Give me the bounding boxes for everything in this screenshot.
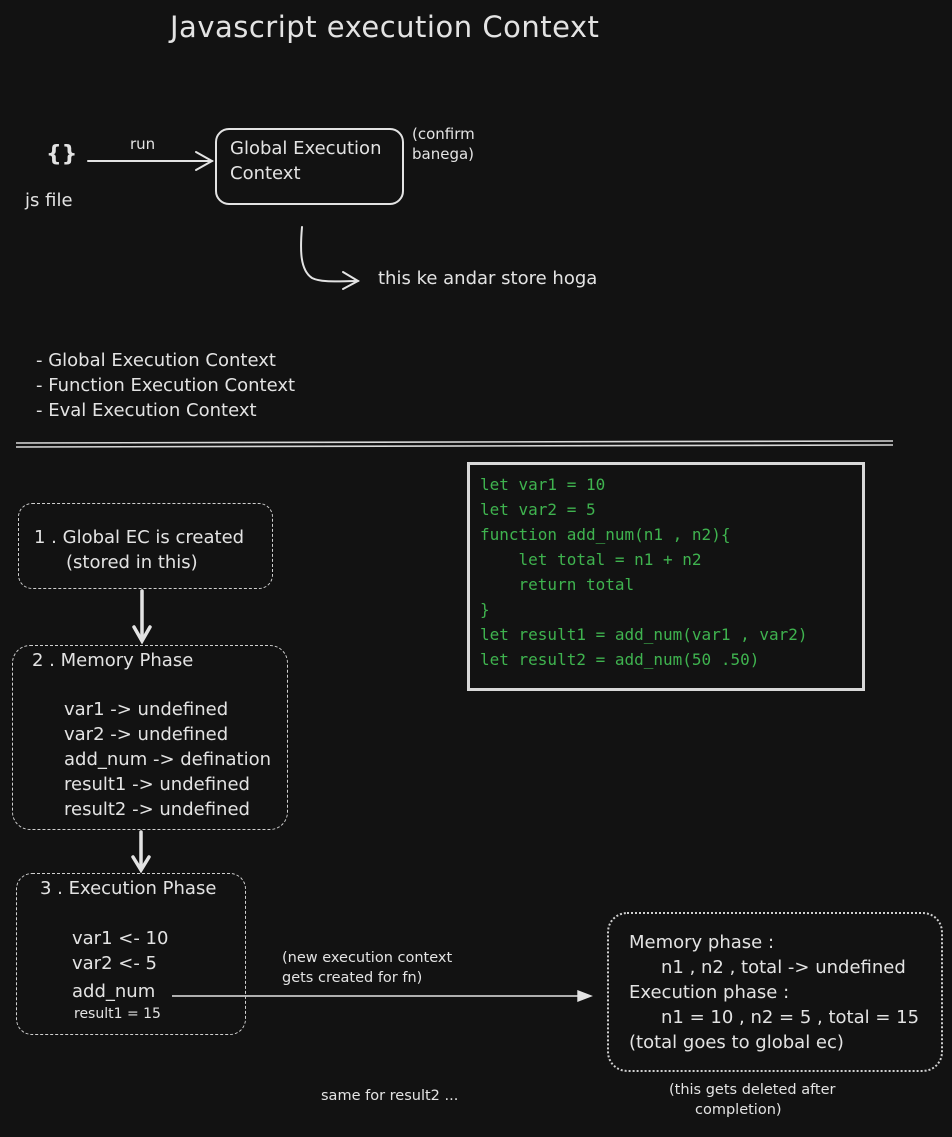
confirm-note-line-1: (confirm [412,125,475,143]
function-call-arrow [172,989,593,1003]
execution-phase-items: var1 <- 10 var2 <- 5 add_num [72,926,168,1004]
deleted-note-line-2: completion) [695,1102,782,1118]
fn-execution-heading: Execution phase : [629,982,790,1003]
memory-item: result1 -> undefined [64,774,250,795]
fn-result-line: (total goes to global ec) [629,1032,844,1053]
global-ec-box-text: Global Execution Context [230,136,381,186]
step1-line-1: 1 . Global EC is created [34,527,245,548]
execution-item-small: result1 = 15 [74,1006,161,1022]
ec-type-eval: - Eval Execution Context [36,400,257,421]
fn-execution-line: n1 = 10 , n2 = 5 , total = 15 [661,1007,920,1028]
memory-item: var2 -> undefined [64,724,229,745]
ec-types-list: - Global Execution Context - Function Ex… [36,348,295,423]
deleted-note-line-1: (this gets deleted after [669,1082,836,1098]
step1-line-2: (stored in this) [66,552,198,573]
section-divider [15,440,894,448]
run-arrow [87,151,215,171]
js-file-icon: {} [46,142,78,167]
memory-item: add_num -> defination [64,749,272,770]
page-title: Javascript execution Context [170,10,600,44]
deleted-note: (this gets deleted after completion) [669,1080,836,1120]
store-note: this ke andar store hoga [378,268,598,289]
code-line: } [480,600,490,619]
global-ec-box [215,128,404,205]
ec-type-function: - Function Execution Context [36,375,296,396]
memory-item: result2 -> undefined [64,799,250,820]
code-line: let result2 = add_num(50 .50) [480,650,760,669]
memory-phase-items: var1 -> undefined var2 -> undefined add_… [64,697,271,822]
fn-memory-heading: Memory phase : [629,932,775,953]
code-line: let result1 = add_num(var1 , var2) [480,625,808,644]
execution-item: var2 <- 5 [72,953,158,974]
execution-phase-box [16,873,246,1035]
global-ec-line-2: Context [230,163,301,184]
code-line: function add_num(n1 , n2){ [480,525,731,544]
memory-item: var1 -> undefined [64,699,229,720]
confirm-note-line-2: banega) [412,145,475,163]
code-line: return total [480,575,635,594]
step1-to-step2-arrow [132,589,152,645]
ec-type-global: - Global Execution Context [36,350,276,371]
code-line: let total = n1 + n2 [480,550,702,569]
store-arrow [300,226,361,290]
code-box [467,462,865,691]
execution-phase-heading: 3 . Execution Phase [40,878,217,899]
step1-box [18,503,273,589]
fn-ec-note-line-1: (new execution context [282,950,453,966]
fn-ec-note: (new execution context gets created for … [282,948,452,988]
global-ec-line-1: Global Execution [230,138,382,159]
run-label: run [130,135,156,153]
same-for-result2-note: same for result2 ... [321,1088,459,1104]
fn-memory-line: n1 , n2 , total -> undefined [661,957,906,978]
step2-to-step3-arrow [131,830,151,874]
function-ec-box [607,912,943,1072]
fn-ec-note-line-2: gets created for fn) [282,970,423,986]
execution-item: var1 <- 10 [72,928,169,949]
code-line: let var2 = 5 [480,500,596,519]
confirm-note: (confirm banega) [412,124,475,164]
code-listing: let var1 = 10 let var2 = 5 function add_nu… [480,472,808,672]
code-line: let var1 = 10 [480,475,606,494]
memory-phase-heading: 2 . Memory Phase [32,650,194,671]
function-ec-content: Memory phase : n1 , n2 , total -> undefi… [629,930,919,1055]
memory-phase-box [12,645,288,830]
execution-item: add_num [72,981,156,1002]
js-file-label: js file [25,190,73,211]
